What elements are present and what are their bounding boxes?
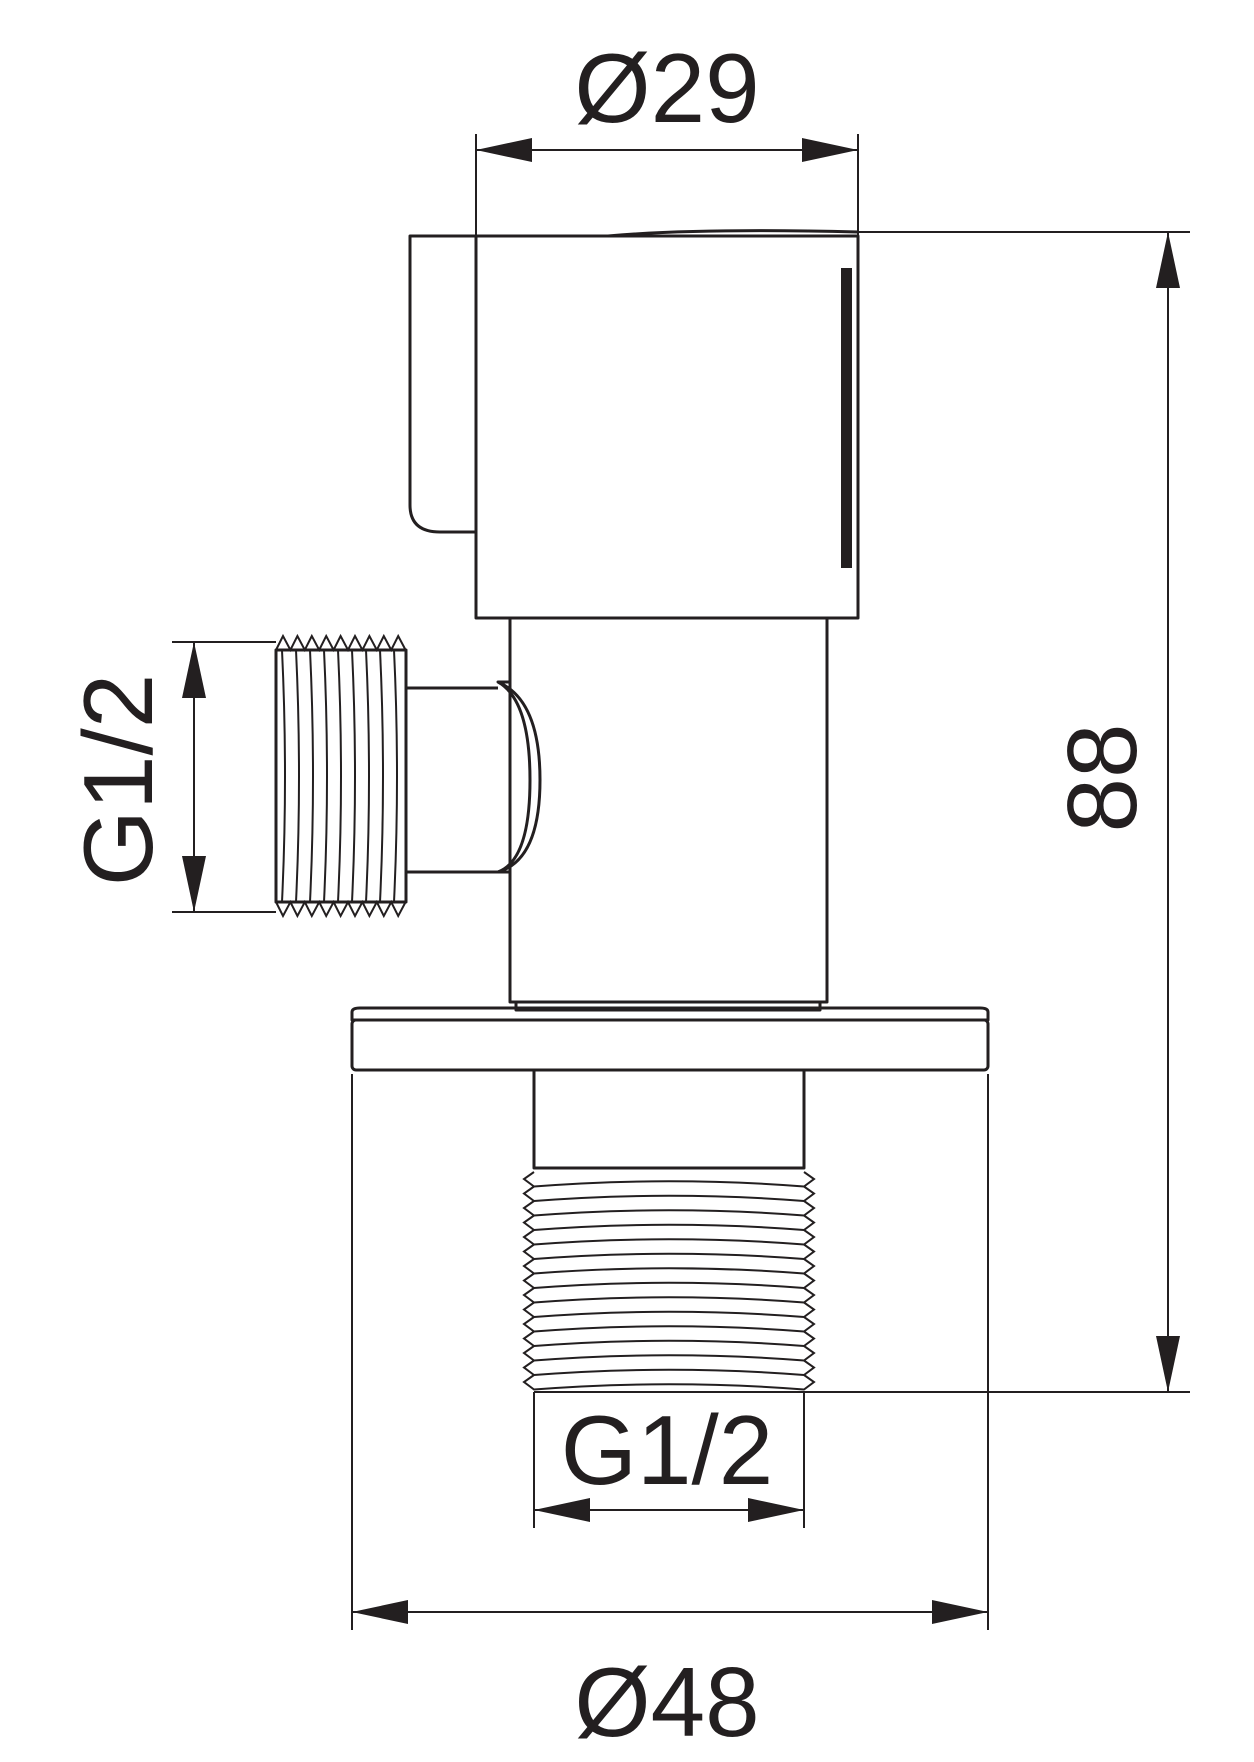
valve-body [508,616,829,1012]
thread-line [522,1301,816,1319]
label-bottom-thread: G1/2 [561,1395,773,1505]
thread-line [309,649,314,903]
thread-line [522,1200,816,1217]
bottom-thread-lines [522,1171,816,1391]
thread-line [351,649,356,903]
side-thread-lines [281,649,398,903]
thread-line [522,1359,816,1377]
label-top-width: Ø29 [574,33,759,143]
side-thread-crest-top [275,633,407,653]
side-thread-crest-bottom [275,899,407,919]
extension-lines [172,134,1190,1630]
thread-line [522,1330,816,1348]
dimension-bottom-thread [534,1498,804,1522]
thread-line [522,1345,816,1362]
label-flange-width: Ø48 [574,1647,759,1757]
thread-line [522,1316,816,1333]
thread-line [522,1287,816,1304]
thread-line [522,1214,816,1232]
thread-line [522,1258,816,1275]
dimension-top-width [476,138,858,162]
thread-line [522,1185,816,1203]
wall-flange [350,1006,990,1072]
label-height: 88 [1047,723,1157,832]
thread-line [365,649,370,903]
bottom-inlet [522,1070,816,1393]
thread-line [323,649,328,903]
thread-line [522,1171,816,1188]
thread-line [522,1243,816,1261]
thread-line [393,649,398,903]
thread-line [522,1374,816,1391]
side-outlet [274,633,542,919]
thread-line [522,1272,816,1290]
dimension-flange-width [352,1600,988,1624]
dimension-height [1156,232,1180,1392]
dimension-side-thread [182,642,206,912]
thread-line [379,649,384,903]
valve-handle [408,229,860,620]
label-side-thread: G1/2 [63,674,173,886]
handle-indicator-slot [841,268,852,568]
thread-line [337,649,342,903]
thread-line [295,649,300,903]
thread-line [522,1229,816,1246]
thread-line [281,649,286,903]
